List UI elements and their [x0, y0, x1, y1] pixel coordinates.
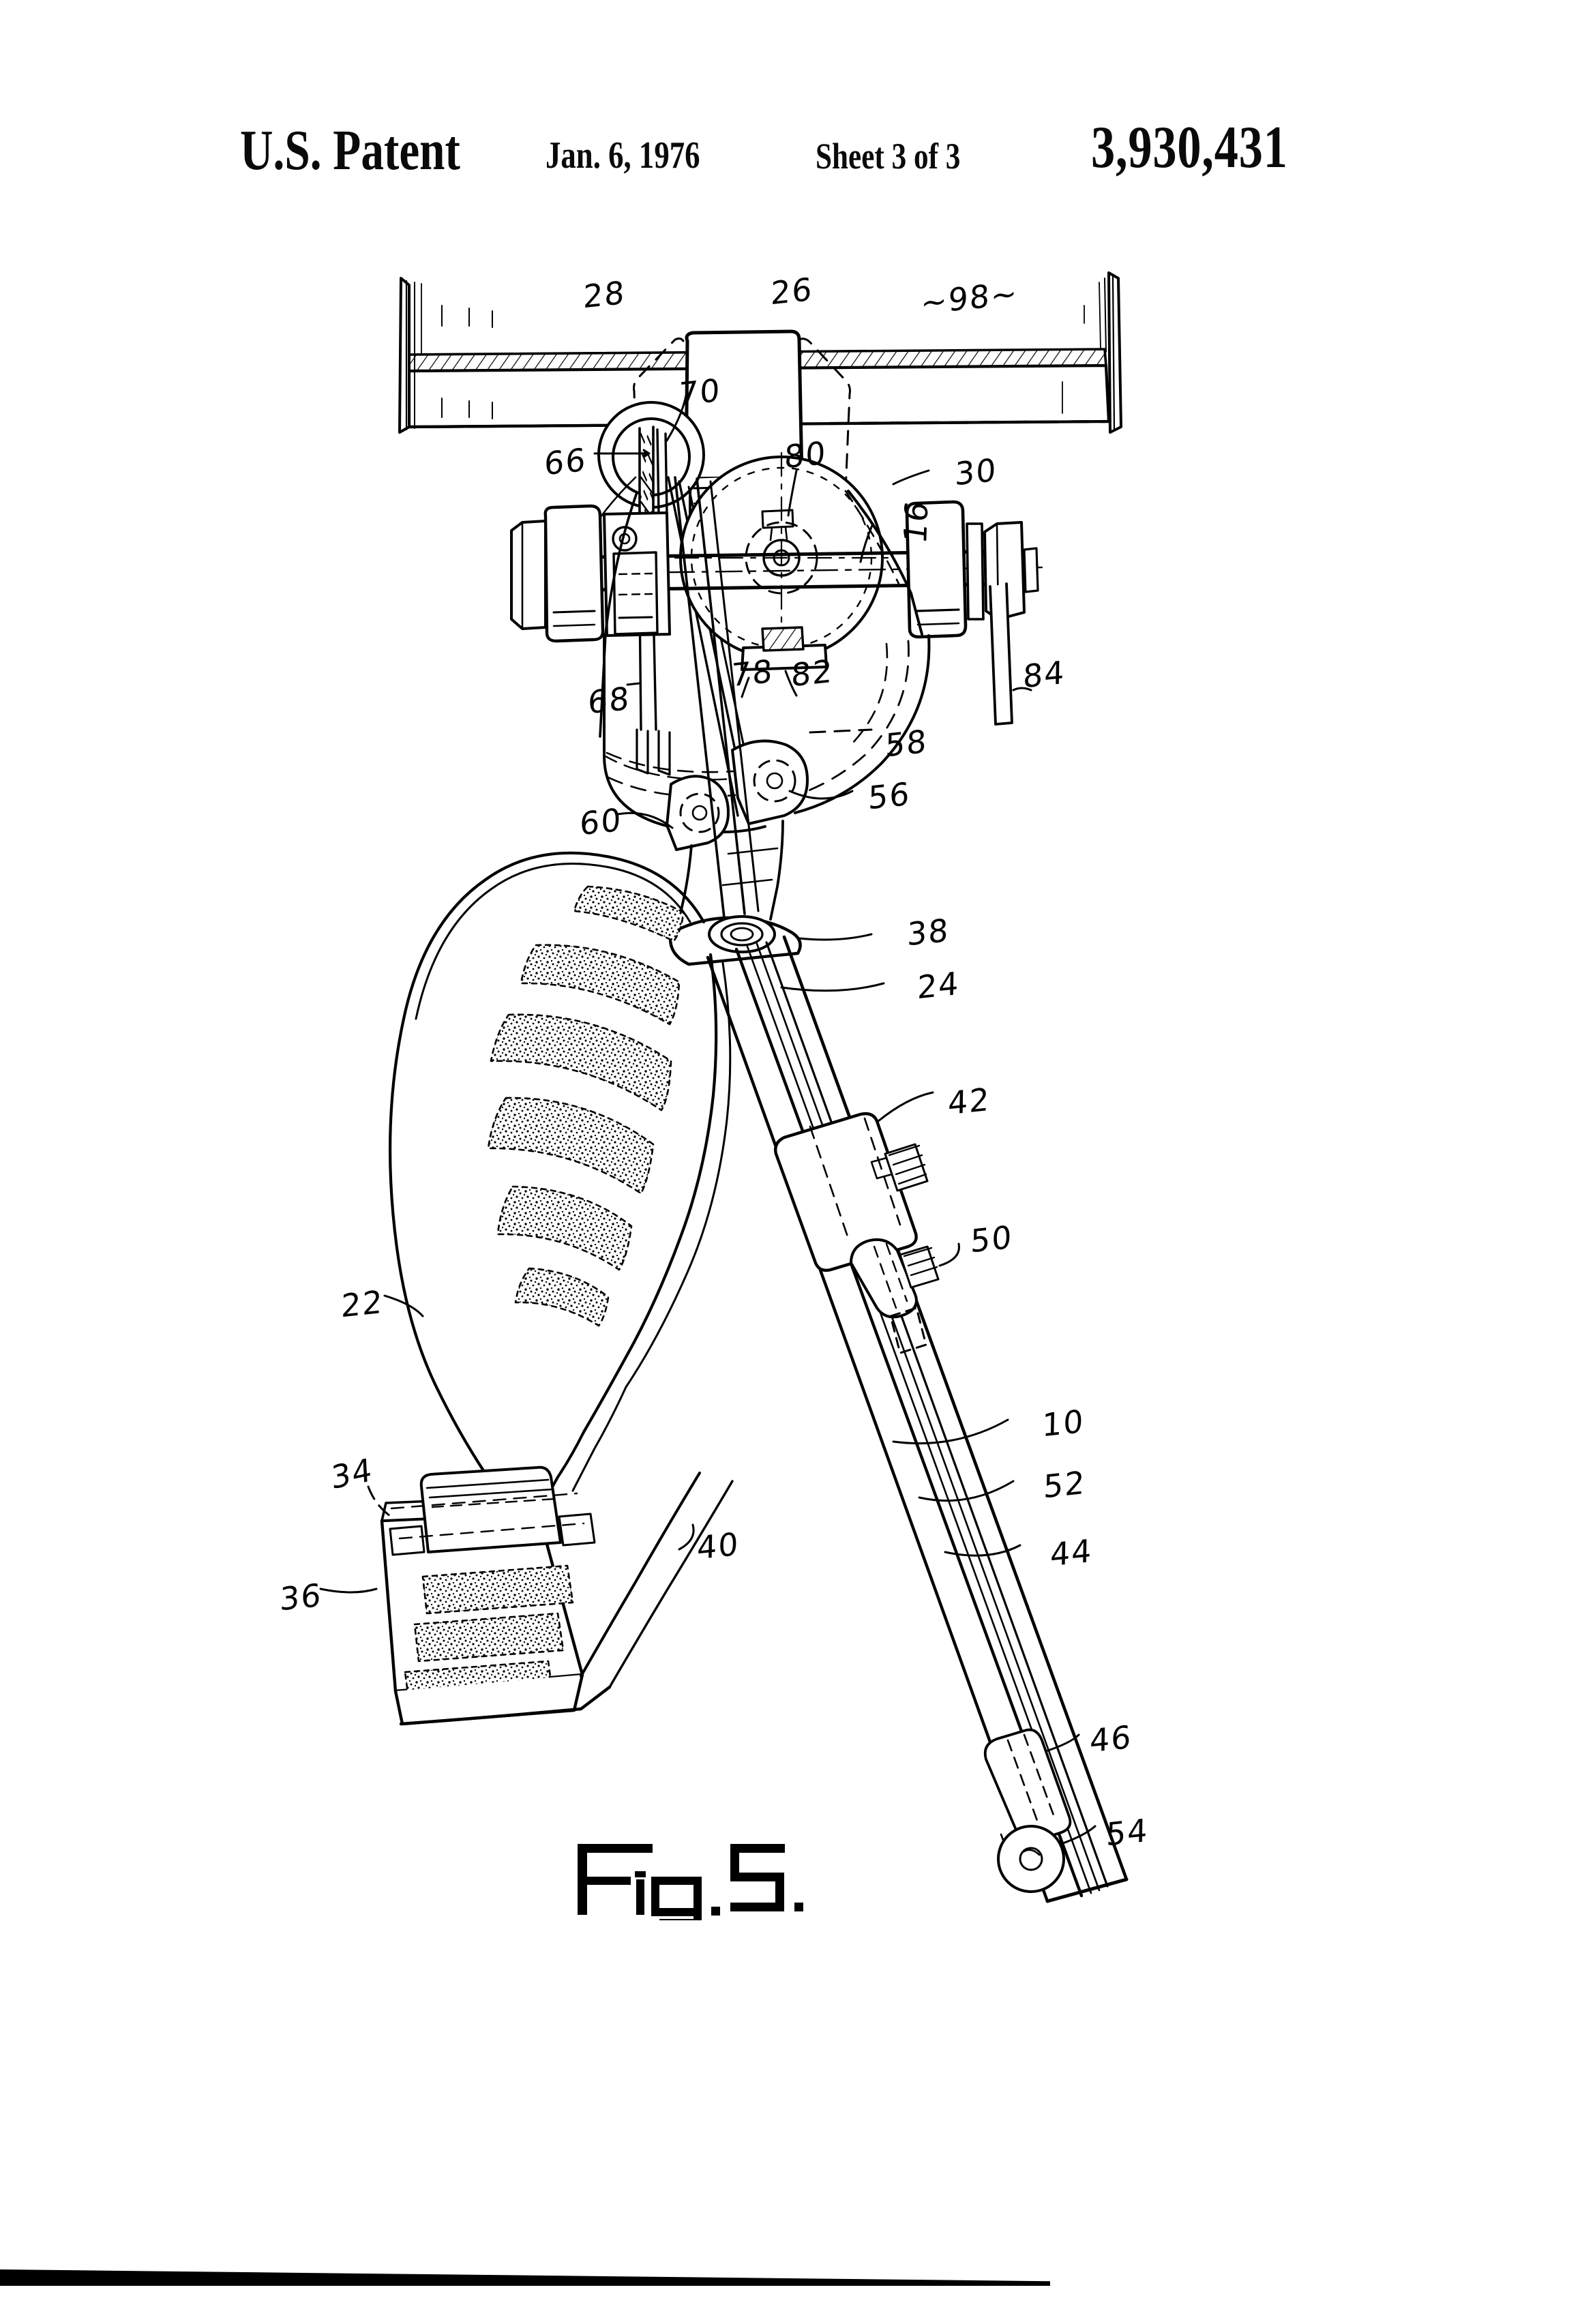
ref-numeral-56: 56	[867, 775, 911, 817]
toe-member-40	[399, 1472, 734, 1726]
sheave-and-cable-66	[570, 394, 760, 817]
ref-numeral-58: 58	[884, 722, 928, 764]
ref-numeral-52: 52	[1043, 1463, 1086, 1506]
ref-numeral-24: 24	[916, 964, 960, 1007]
patent-number: 3,930,431	[1091, 115, 1288, 181]
sheet-number: Sheet 3 of 3	[816, 136, 961, 177]
ref-numeral-50: 50	[970, 1218, 1013, 1260]
transverse-shaft-16	[510, 469, 1045, 726]
ref-numeral-38: 38	[906, 911, 950, 953]
figure-linework	[319, 271, 1129, 1903]
ref-numeral-84: 84	[1022, 653, 1066, 696]
ref-numeral-60: 60	[579, 801, 623, 843]
ref-numeral-40: 40	[696, 1525, 740, 1567]
ref-numeral-26: 26	[770, 270, 814, 312]
ref-numeral-80: 80	[783, 434, 827, 476]
ref-numeral-82: 82	[790, 652, 834, 694]
ref-numeral-78: 78	[730, 652, 774, 694]
figure-caption	[576, 1832, 808, 1927]
patent-date: Jan. 6, 1976	[546, 134, 700, 177]
ref-numeral-22: 22	[340, 1283, 384, 1325]
ref-numeral-30: 30	[954, 451, 998, 493]
drive-pulley-80	[674, 451, 889, 698]
patent-header: U.S. Patent Jan. 6, 1976 Sheet 3 of 3 3,…	[0, 0, 1582, 218]
ref-numeral-68: 68	[587, 679, 631, 721]
heel-plate-34-36	[319, 1465, 596, 1726]
ref-numeral-44: 44	[1049, 1532, 1093, 1574]
ref-numeral-28: 28	[582, 273, 626, 316]
end-fitting-46	[983, 1728, 1096, 1893]
swing-arm-assembly	[599, 490, 931, 937]
pivot-joint-38	[668, 915, 873, 966]
ref-numeral-42: 42	[947, 1080, 991, 1122]
ski-boot-22	[383, 851, 732, 1530]
ref-numeral-16: 16	[897, 497, 936, 546]
patent-office-title: U.S. Patent	[240, 119, 460, 182]
ref-numeral-46: 46	[1089, 1718, 1133, 1760]
adjuster-collar-42	[774, 1091, 960, 1354]
ref-numeral-70: 70	[678, 371, 721, 413]
ref-numeral-54: 54	[1105, 1811, 1149, 1853]
ref-numeral-10: 10	[1041, 1402, 1085, 1444]
ref-numeral-36: 36	[279, 1576, 323, 1618]
figure-caption-glyphs	[578, 1844, 803, 1927]
ref-numeral-66: 66	[543, 441, 587, 483]
